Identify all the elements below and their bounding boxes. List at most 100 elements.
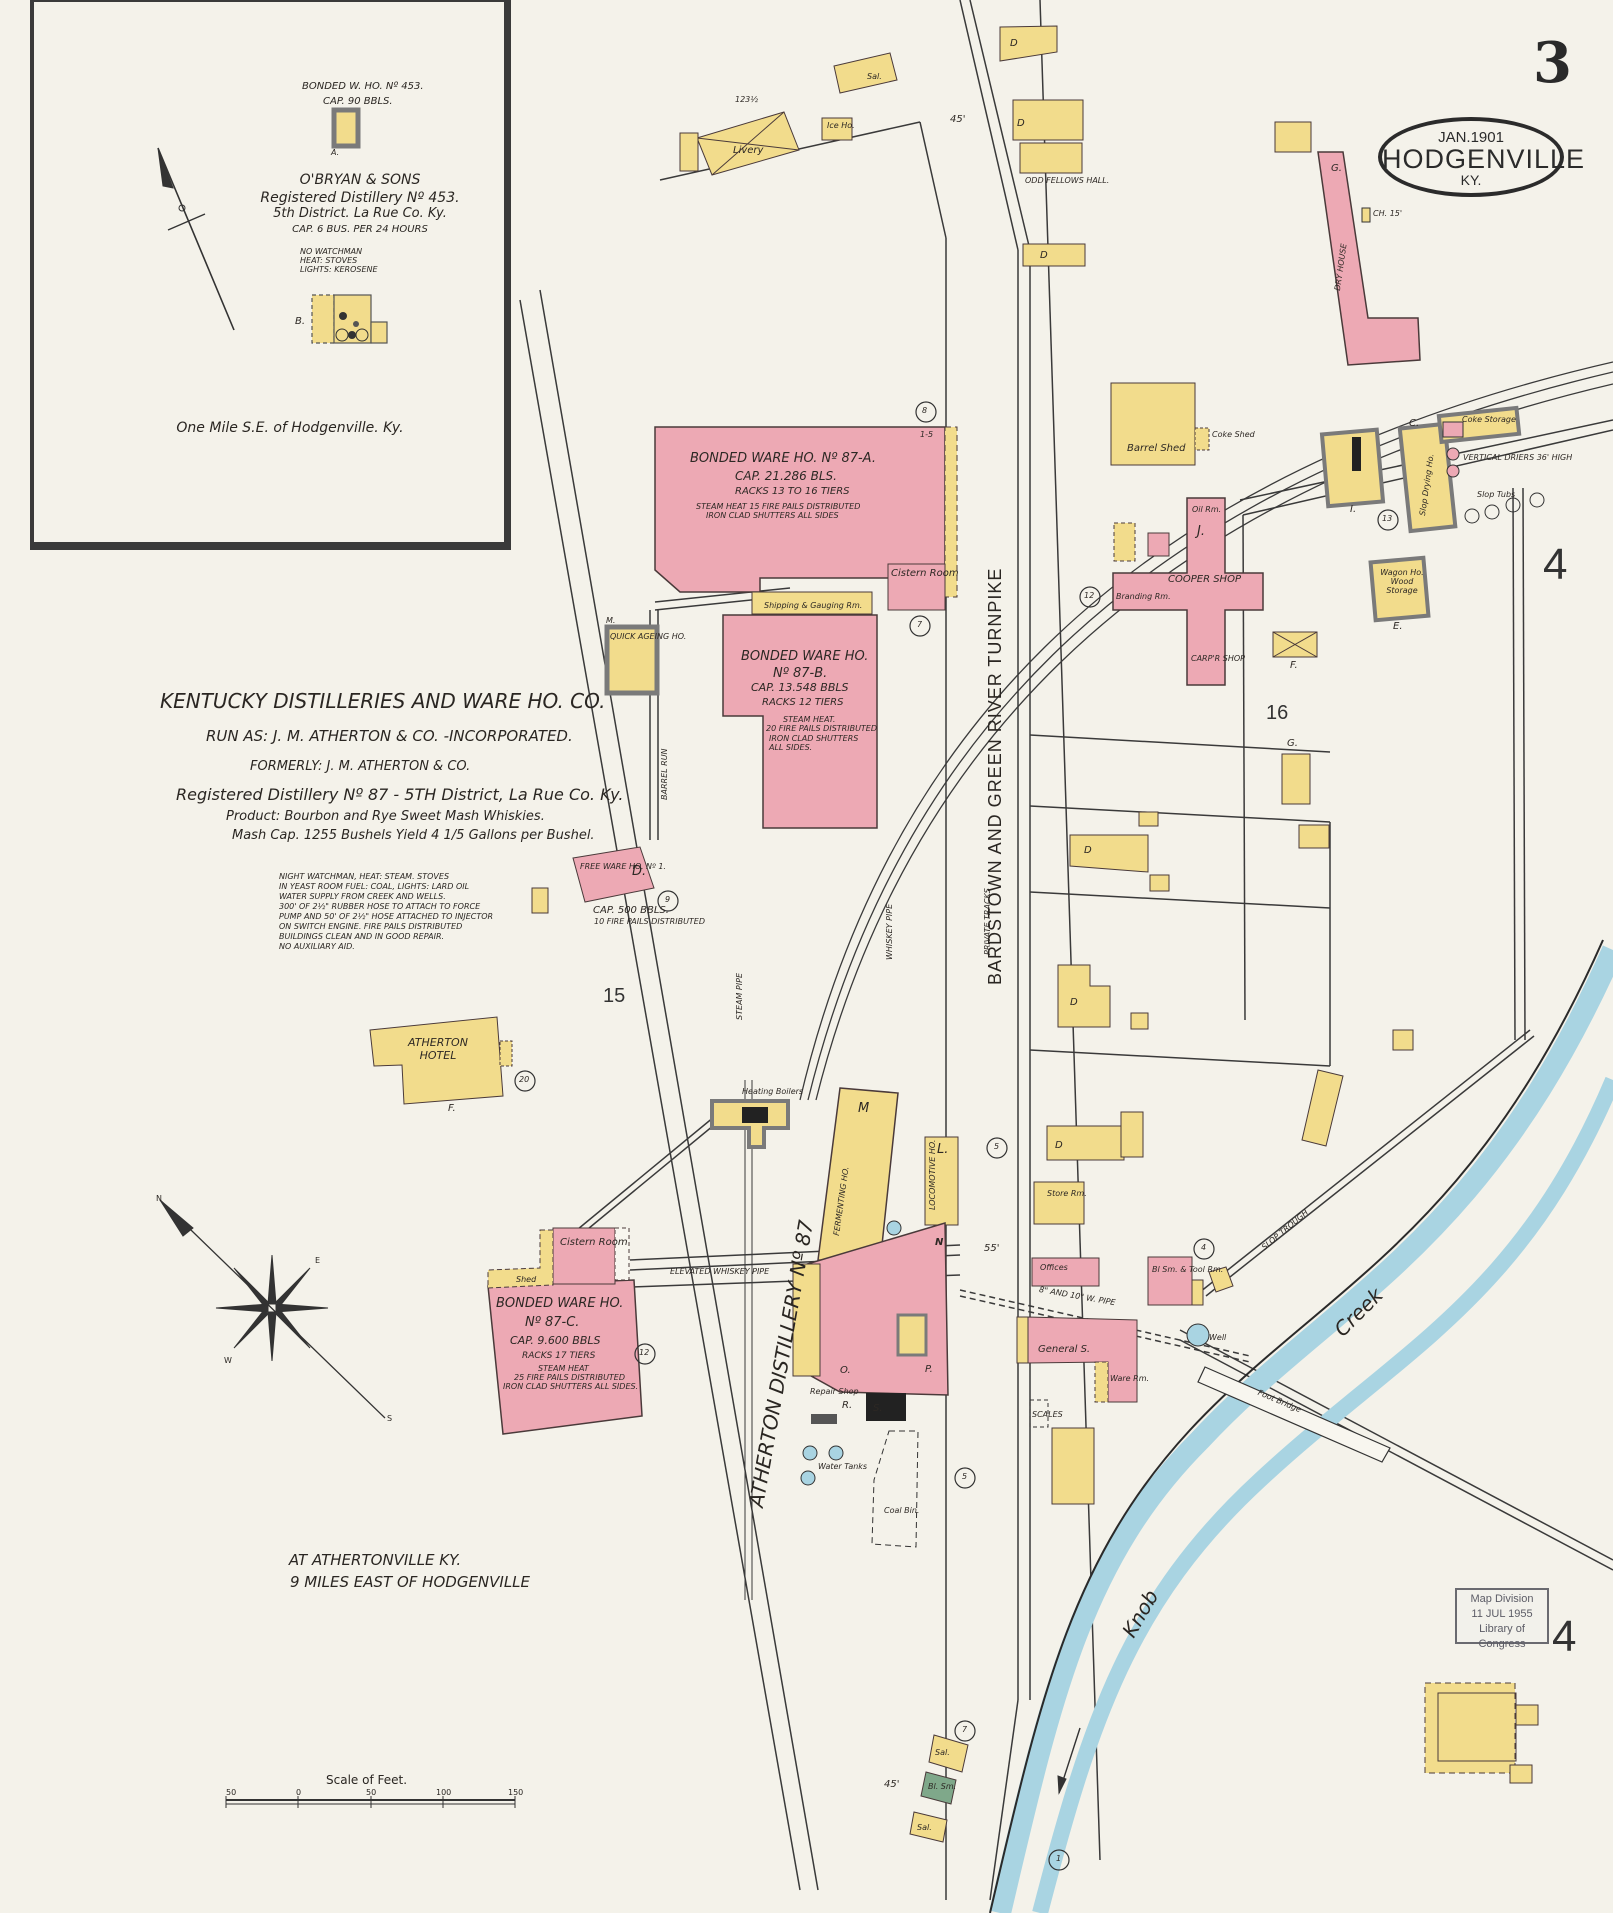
inset-distillery-letter: B. <box>295 316 306 327</box>
hydrant-number: 20 <box>519 1075 530 1084</box>
map-date: JAN.1901 <box>1438 129 1504 146</box>
circled-numbers <box>514 401 1399 1871</box>
hydrant-number: 7 <box>917 620 923 629</box>
building-f-letter: F. <box>1290 660 1298 671</box>
well <box>1186 1323 1210 1347</box>
inset-capacity: CAP. 6 BUS. PER 24 HOURS <box>292 224 428 235</box>
compass-w: W <box>224 1356 232 1365</box>
hotel-title: ATHERTON HOTEL <box>408 1036 468 1062</box>
barrel-shed <box>1110 382 1196 466</box>
distillery-letter-p: P. <box>925 1364 933 1375</box>
atherton-hotel <box>369 1016 504 1105</box>
company-title: KENTUCKY DISTILLERIES AND WARE HO. CO. <box>160 689 606 713</box>
product: Product: Bourbon and Rye Sweet Mash Whis… <box>226 809 545 824</box>
inset-note: HEAT: STOVES <box>300 256 358 265</box>
south-arrow-icon <box>1057 1727 1081 1795</box>
locomotive-title: LOCOMOTIVE HO. <box>928 1139 937 1210</box>
saloon-label-south-2: Sal. <box>917 1823 932 1832</box>
mash-capacity: Mash Cap. 1255 Bushels Yield 4 1/5 Gallo… <box>232 828 595 843</box>
hydrant-number: 12 <box>1084 591 1095 600</box>
locomotive-letter: L. <box>937 1142 949 1157</box>
library-stamp: Map Division 11 JUL 1955 Library of Cong… <box>1455 1588 1549 1650</box>
block-number-15: 15 <box>603 985 626 1007</box>
odd-fellows-hall <box>1019 142 1083 174</box>
distillery-letter-o: O. <box>840 1365 851 1376</box>
hydrant-number: 9 <box>665 895 671 904</box>
inset-bonded-warehouse <box>331 107 361 149</box>
whiskey-pipe-label: WHISKEY PIPE <box>885 903 894 960</box>
inset-warehouse-cap: CAP. 90 BBLS. <box>323 96 393 107</box>
wh87c-title: BONDED WARE HO. <box>496 1296 624 1311</box>
wh87c-cistern: Cistern Room <box>560 1237 628 1248</box>
store-room-label: Store Rm. <box>1047 1189 1087 1198</box>
saloon-label-south: Sal. <box>935 1748 950 1757</box>
wh87b-title: BONDED WARE HO. <box>741 649 869 664</box>
dry-house-letter: G. <box>1331 163 1342 174</box>
inset-company: O'BRYAN & SONS <box>299 172 421 188</box>
scale-tick: 50 <box>366 1788 377 1797</box>
hydrant-number: 1 <box>1056 1854 1062 1863</box>
hotel-letter: F. <box>448 1103 456 1114</box>
saloon-label: Sal. <box>867 72 882 81</box>
title-cartouche: JAN.1901 HODGENVILLE KY. <box>1378 117 1584 197</box>
free-ware-letter: D. <box>632 864 647 879</box>
hydrant-number: 12 <box>639 1348 650 1357</box>
hydrant-number: 7 <box>962 1725 968 1734</box>
wh87b-number: Nº 87-B. <box>773 666 828 681</box>
block-number-16: 16 <box>1266 702 1289 724</box>
wh87c-notes: STEAM HEAT <box>538 1364 589 1373</box>
wh87b-notes3: IRON CLAD SHUTTERS <box>769 734 859 743</box>
heating-boilers-title: Heating Boilers <box>742 1087 804 1096</box>
wagon-house-letter: E. <box>1393 621 1403 632</box>
formerly: FORMERLY: J. M. ATHERTON & CO. <box>250 759 471 774</box>
carpenter-shop-label: CARP'R SHOP <box>1191 654 1245 663</box>
warehouse-87b <box>722 614 878 829</box>
inset-warehouse-title: BONDED W. HO. Nº 453. <box>302 81 424 92</box>
fire-note: BUILDINGS CLEAN AND IN GOOD REPAIR. <box>279 932 445 941</box>
coke-storage-label: Coke Storage <box>1462 415 1516 424</box>
wh87a-notes2: IRON CLAD SHUTTERS ALL SIDES <box>706 511 839 520</box>
eng-room-letter: I. <box>1350 504 1357 515</box>
inset-warehouse-letter: A. <box>331 148 340 157</box>
wh87a-cistern: Cistern Room <box>891 568 959 579</box>
wh87a-racks: RACKS 13 TO 16 TIERS <box>735 486 850 497</box>
foot-bridge <box>1197 1366 1391 1463</box>
dry-house <box>1317 151 1421 366</box>
sheet-number: 3 <box>1533 30 1572 96</box>
hydrant-number: 8 <box>922 406 928 415</box>
dwelling-label: D <box>1084 845 1092 856</box>
livery-address: 123½ <box>735 95 759 104</box>
location-line1: AT ATHERTONVILLE KY. <box>288 1551 462 1569</box>
f1-building <box>1272 631 1318 658</box>
compass-s: S <box>387 1414 393 1423</box>
fermenting-letter: M <box>858 1101 870 1116</box>
compass-e: E <box>315 1256 321 1265</box>
wh87c-shed: Shed <box>516 1275 537 1284</box>
fire-note: WATER SUPPLY FROM CREEK AND WELLS. <box>279 892 446 901</box>
fire-note: IN YEAST ROOM FUEL: COAL, LIGHTS: LARD O… <box>279 882 470 891</box>
building-g-letter: G. <box>1287 738 1298 749</box>
street-width: 45' <box>884 1779 900 1790</box>
cooper-letter: J. <box>1197 524 1205 539</box>
hydrant-number: 4 <box>1201 1243 1207 1252</box>
offices-label: Offices <box>1040 1263 1068 1272</box>
fire-note: NIGHT WATCHMAN, HEAT: STEAM. STOVES <box>279 872 450 881</box>
oil-room-label: Oil Rm. <box>1192 505 1222 514</box>
chimney-label: CH. 15' <box>1373 209 1403 218</box>
registered-distillery: Registered Distillery Nº 87 - 5TH Distri… <box>176 785 624 804</box>
wh87b-notes4: ALL SIDES. <box>769 743 813 752</box>
livery-label: Livery <box>733 145 764 156</box>
compass-n: N <box>156 1194 162 1203</box>
free-ware-title: FREE WARE HO. Nº 1. <box>580 862 666 871</box>
odd-fellows-label: ODD FELLOWS HALL. <box>1025 176 1110 185</box>
wh87a-stories: 1-5 <box>920 430 934 439</box>
distillery-letter-r: R. <box>842 1400 853 1411</box>
adjoining-sheet-southeast: 4 <box>1552 1612 1577 1661</box>
slop-tubs-label: Slop Tubs <box>1477 490 1516 499</box>
water-tanks-label: Water Tanks <box>818 1462 868 1471</box>
blacksmith-shop <box>920 1771 957 1805</box>
quick-ageing-title: QUICK AGEING HO. <box>610 632 687 641</box>
hydrant-number: 13 <box>1382 514 1393 523</box>
wh87c-racks: RACKS 17 TIERS <box>522 1351 596 1361</box>
